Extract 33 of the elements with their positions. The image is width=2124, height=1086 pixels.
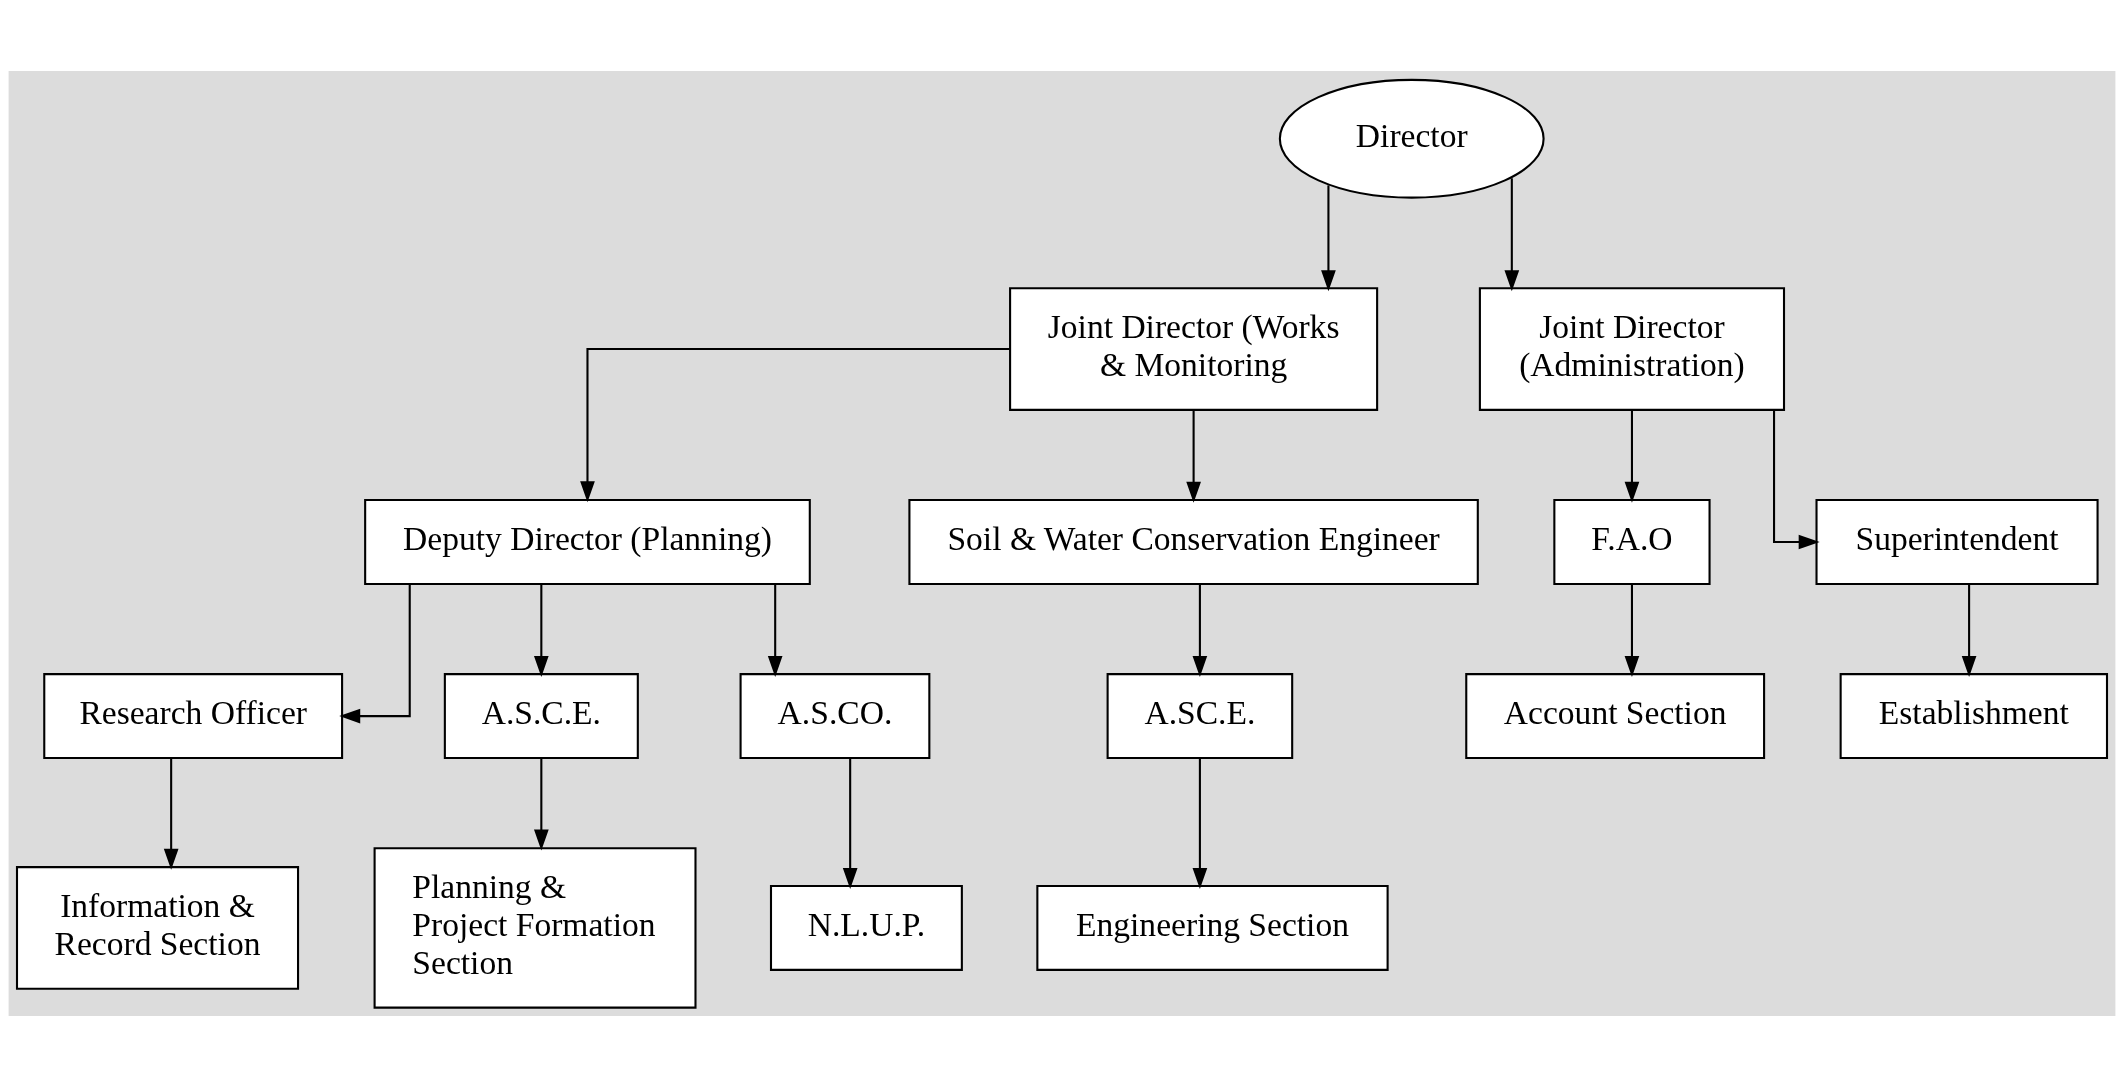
- node-box: N.L.U.P.: [769, 884, 963, 971]
- arrow: [1192, 758, 1208, 889]
- arrow: [580, 347, 1010, 502]
- node-box: Information & Record Section: [15, 865, 300, 990]
- node-box: A.SC.E.: [1106, 672, 1294, 759]
- arrow: [1504, 177, 1520, 291]
- node-box: Joint Director (Works & Monitoring: [1009, 286, 1379, 411]
- arrow: [339, 583, 411, 723]
- node-box: F.A.O: [1553, 498, 1711, 585]
- node-box: Account Section: [1465, 672, 1766, 759]
- arrow: [1321, 184, 1336, 291]
- node-box: Engineering Section: [1036, 884, 1389, 971]
- arrow: [163, 758, 179, 870]
- arrow: [534, 758, 549, 851]
- node-box: Establishment: [1839, 672, 2109, 759]
- node-ellipse: Director: [1278, 78, 1545, 199]
- arrow: [1961, 583, 1977, 677]
- node-box: A.S.CO.: [739, 672, 931, 759]
- arrow: [1624, 409, 1640, 503]
- arrow: [534, 583, 549, 677]
- arrow: [842, 758, 858, 889]
- node-box: Deputy Director (Planning): [364, 498, 811, 585]
- arrow: [1773, 409, 1820, 549]
- node-box: Soil & Water Conservation Engineer: [908, 498, 1479, 585]
- arrow: [767, 583, 783, 677]
- node-box: Superintendent: [1815, 498, 2099, 585]
- node-box: Planning & Project Formation Section: [373, 846, 697, 1009]
- node-box: Research Officer: [43, 672, 344, 759]
- arrow: [1186, 409, 1201, 503]
- node-box: A.S.C.E.: [443, 672, 639, 759]
- arrow: [1192, 583, 1208, 677]
- arrow: [1624, 583, 1640, 677]
- node-box: Joint Director (Administration): [1478, 286, 1786, 411]
